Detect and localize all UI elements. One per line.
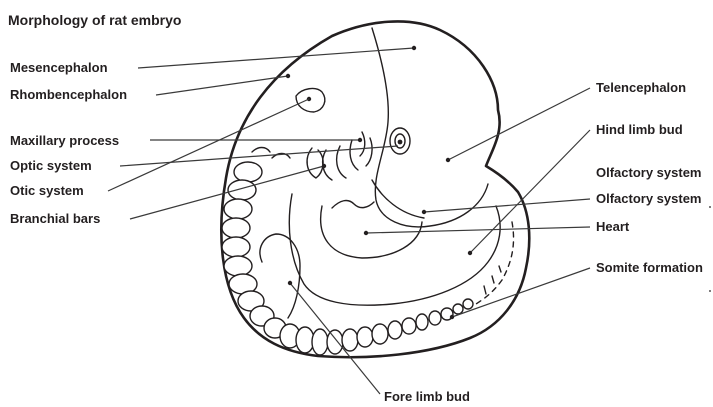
point-maxillary-process <box>358 138 362 142</box>
leader-heart <box>366 227 590 233</box>
maxillary-process-shape <box>360 132 365 156</box>
point-rhombencephalon <box>286 74 290 78</box>
branchial-bar-4 <box>350 140 358 170</box>
label-maxillary-process: Maxillary process <box>10 133 119 148</box>
neck-fold-1 <box>252 148 270 153</box>
label-telencephalon: Telencephalon <box>596 80 686 95</box>
tail-dashed-edge <box>476 222 514 304</box>
point-somite-formation <box>450 315 454 319</box>
maxillary-process-shape-2 <box>366 138 372 166</box>
speck-2 <box>709 290 711 292</box>
label-fore-limb-bud: Fore limb bud <box>384 389 470 404</box>
leader-olfactory-system <box>424 199 590 212</box>
somite-row <box>222 162 473 355</box>
speck-1 <box>709 206 711 208</box>
leader-optic-system <box>120 146 398 166</box>
leader-somite-formation <box>452 268 590 317</box>
head-contour <box>372 28 488 227</box>
leader-telencephalon <box>448 88 590 160</box>
point-fore-limb-bud <box>288 281 292 285</box>
fore-limb-bud-outline <box>260 234 300 318</box>
label-hind-limb-bud: Hind limb bud <box>596 122 683 137</box>
label-branchial-bars: Branchial bars <box>10 211 100 226</box>
label-optic-system: Optic system <box>10 158 92 173</box>
point-hind-limb-bud <box>468 251 472 255</box>
tail-tick-marks <box>484 266 501 294</box>
label-heart: Heart <box>596 219 630 234</box>
label-olfactory-system-2: Olfactory system <box>596 191 702 206</box>
point-telencephalon <box>446 158 450 162</box>
optic-system-point <box>398 140 403 145</box>
label-otic-system: Otic system <box>10 183 84 198</box>
label-somite-formation: Somite formation <box>596 260 703 275</box>
jaw-squiggle <box>332 201 374 208</box>
leader-mesencephalon <box>138 48 414 68</box>
leader-otic-system <box>108 99 309 191</box>
label-olfactory-system-1: Olfactory system <box>596 165 702 180</box>
point-heart <box>364 231 368 235</box>
label-rhombencephalon: Rhombencephalon <box>10 87 127 102</box>
point-olfactory-system <box>422 210 426 214</box>
point-branchial-bars <box>322 164 326 168</box>
face-contour <box>372 180 424 218</box>
label-mesencephalon: Mesencephalon <box>10 60 108 75</box>
diagram-title: Morphology of rat embryo <box>8 12 181 28</box>
point-mesencephalon <box>412 46 416 50</box>
